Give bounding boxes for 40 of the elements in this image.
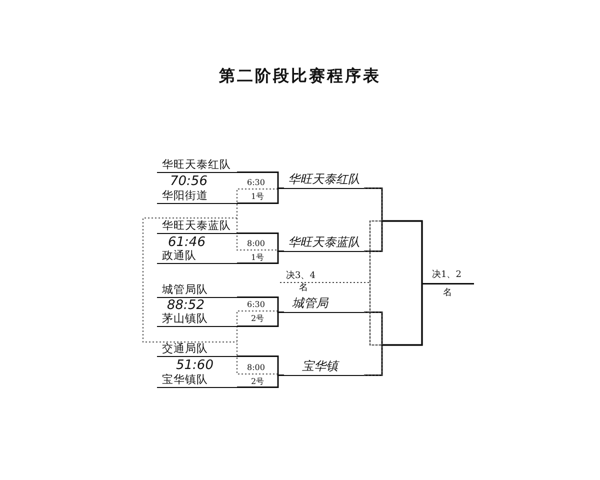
match-score: 70:56: [170, 175, 208, 188]
winner-name: 华旺天泰蓝队: [288, 235, 360, 250]
team-slot: 交通局队: [157, 342, 237, 357]
placement-label: 名: [443, 288, 452, 298]
team-slot: 茅山镇队: [157, 312, 237, 327]
placement-label: 决3、4: [286, 271, 316, 281]
placement-label: 名: [299, 283, 308, 293]
team-slot: 华旺天泰蓝队: [157, 219, 237, 234]
winner-name: 城管局: [292, 296, 328, 311]
winner-name: 宝华镇: [302, 359, 338, 374]
court-number: 1号: [251, 192, 264, 202]
diagram-title: 第二阶段比赛程序表: [219, 66, 381, 86]
court-number: 1号: [251, 253, 264, 263]
dotted-bracket-line: [364, 220, 383, 282]
match-score: 61:46: [168, 236, 206, 249]
dotted-bracket-line: [364, 282, 383, 376]
bracket-line: [237, 250, 285, 264]
match-time: 6:30: [247, 178, 265, 187]
team-slot: 华旺天泰红队: [157, 158, 237, 173]
bracket-line: [237, 188, 285, 204]
bracket-line: [237, 312, 285, 327]
winner-slot: [284, 294, 364, 313]
team-slot: 华阳街道: [157, 189, 237, 204]
team-slot: 政通队: [157, 249, 237, 264]
bracket-line: [237, 374, 285, 388]
placement-label: 决1、2: [432, 270, 462, 280]
winner-name: 华旺天泰红队: [288, 172, 360, 187]
team-slot: 城管局队: [157, 283, 237, 298]
match-score: 51:60: [176, 359, 214, 372]
match-time: 8:00: [247, 363, 265, 372]
bracket-line: [364, 284, 423, 376]
match-time: 8:00: [247, 239, 265, 248]
dotted-bracket-line: [364, 282, 383, 346]
match-score: 88:52: [167, 299, 204, 312]
court-number: 2号: [251, 377, 264, 387]
match-time: 6:30: [247, 300, 265, 309]
dotted-bracket-line: [364, 188, 383, 282]
team-slot: 宝华镇队: [157, 373, 237, 388]
bracket-line: [364, 220, 423, 284]
court-number: 2号: [251, 314, 264, 324]
